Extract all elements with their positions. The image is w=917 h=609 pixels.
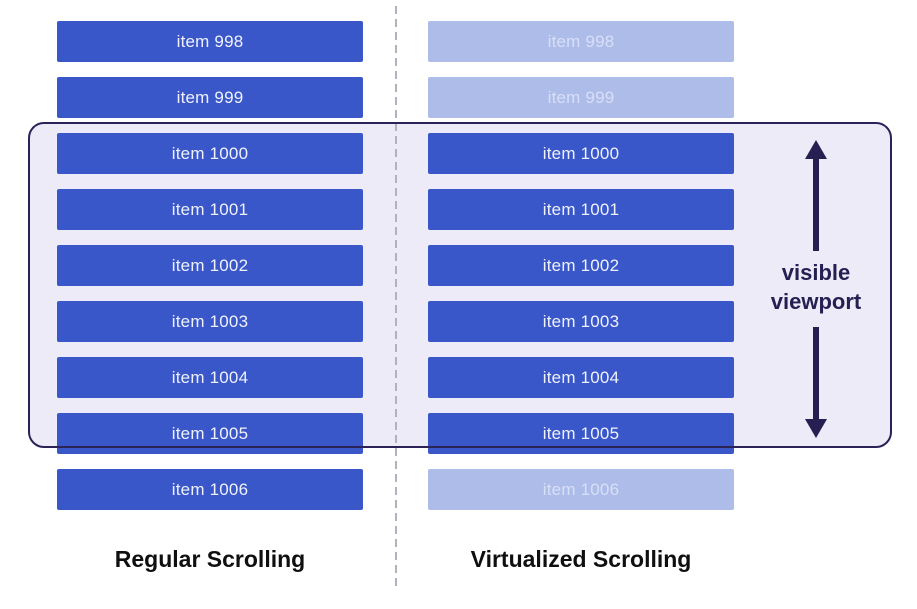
regular-scrolling-heading: Regular Scrolling: [114, 546, 306, 572]
item-bar: item 999: [57, 77, 363, 118]
arrow-down-shaft: [813, 327, 819, 419]
arrow-up-head: [805, 140, 827, 159]
item-bar: item 1001: [57, 189, 363, 230]
visible-viewport-label: visible viewport: [770, 260, 862, 315]
virtualized-scrolling-heading: Virtualized Scrolling: [470, 546, 692, 572]
item-bar: item 999: [428, 77, 734, 118]
arrow-down-head: [805, 419, 827, 438]
column-divider: [395, 6, 397, 590]
item-bar: item 998: [57, 21, 363, 62]
item-bar: item 1004: [428, 357, 734, 398]
item-bar: item 1000: [57, 133, 363, 174]
arrow-up-icon: [803, 140, 829, 251]
item-bar: item 1002: [428, 245, 734, 286]
item-bar: item 1001: [428, 189, 734, 230]
virtualized-scrolling-item-list: item 998 item 999 item 1000 item 1001 item 1…: [428, 21, 734, 510]
item-bar: item 1006: [57, 469, 363, 510]
item-bar: item 1003: [428, 301, 734, 342]
item-bar: item 1003: [57, 301, 363, 342]
regular-scrolling-item-list: item 998 item 999 item 1000 item 1001 item 1…: [57, 21, 363, 510]
item-bar: item 998: [428, 21, 734, 62]
item-bar: item 1005: [428, 413, 734, 454]
item-bar: item 1002: [57, 245, 363, 286]
arrow-down-icon: [803, 327, 829, 438]
item-bar: item 1006: [428, 469, 734, 510]
item-bar: item 1005: [57, 413, 363, 454]
arrow-up-shaft: [813, 159, 819, 251]
item-bar: item 1000: [428, 133, 734, 174]
item-bar: item 1004: [57, 357, 363, 398]
